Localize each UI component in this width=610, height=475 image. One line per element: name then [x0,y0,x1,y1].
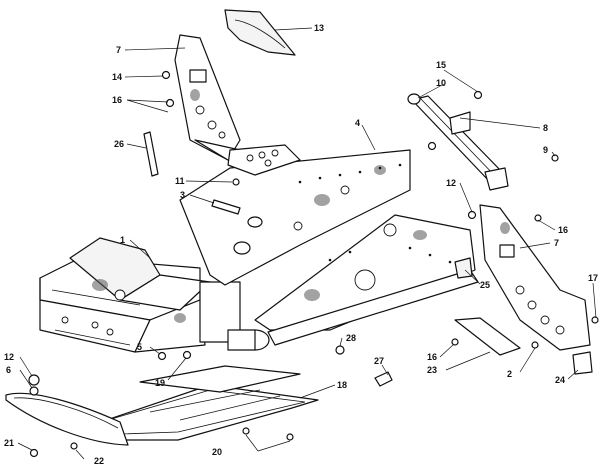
callout-label: 9 [543,145,548,155]
callout-label: 4 [355,118,360,128]
callout-label: 7 [554,238,559,248]
callout-label: 28 [346,333,356,343]
callout-label: 19 [155,378,165,388]
callout-label: 17 [588,273,598,283]
callout-label: 16 [112,95,122,105]
callout-label: 12 [4,352,14,362]
steering-support-left [174,34,241,166]
skid-plate [5,392,129,446]
leader-lines [17,27,597,460]
rod-26 [143,131,159,177]
callout-label: 27 [374,356,384,366]
hardware [28,70,599,458]
callout-label: 1 [120,235,125,245]
callout-label: 7 [116,45,121,55]
main-frame [39,237,270,353]
callout-label: 14 [112,72,122,82]
callout-label: 16 [427,352,437,362]
bottom-pan [91,365,319,441]
callout-label: 25 [480,280,490,290]
callout-label: 16 [558,225,568,235]
bracket-23 [454,317,521,356]
callout-label: 15 [436,60,446,70]
bracket-25 [454,257,473,279]
callout-label: 20 [212,447,222,457]
bracket-24 [572,351,593,375]
steering-arm-tube [407,93,509,191]
callout-label: 26 [114,139,124,149]
steering-support-right [479,204,591,351]
steering-support-foot [227,144,301,176]
callout-label: 10 [436,78,446,88]
callout-label: 22 [94,456,104,466]
callout-label: 24 [555,375,565,385]
callout-label: 21 [4,438,14,448]
rod-3 [211,199,241,215]
support-cap [224,9,296,56]
callout-label: 23 [427,365,437,375]
callout-label: 3 [180,190,185,200]
callout-label: 12 [446,178,456,188]
callout-label: 8 [543,123,548,133]
callout-label: 6 [6,365,11,375]
callout-label: 11 [175,176,185,186]
callout-label: 5 [137,342,142,352]
callout-labels: 13 7 14 16 26 11 3 1 4 15 10 8 9 12 16 7… [4,23,598,466]
callout-label: 13 [314,23,324,33]
callout-label: 2 [507,369,512,379]
callout-label: 18 [337,380,347,390]
